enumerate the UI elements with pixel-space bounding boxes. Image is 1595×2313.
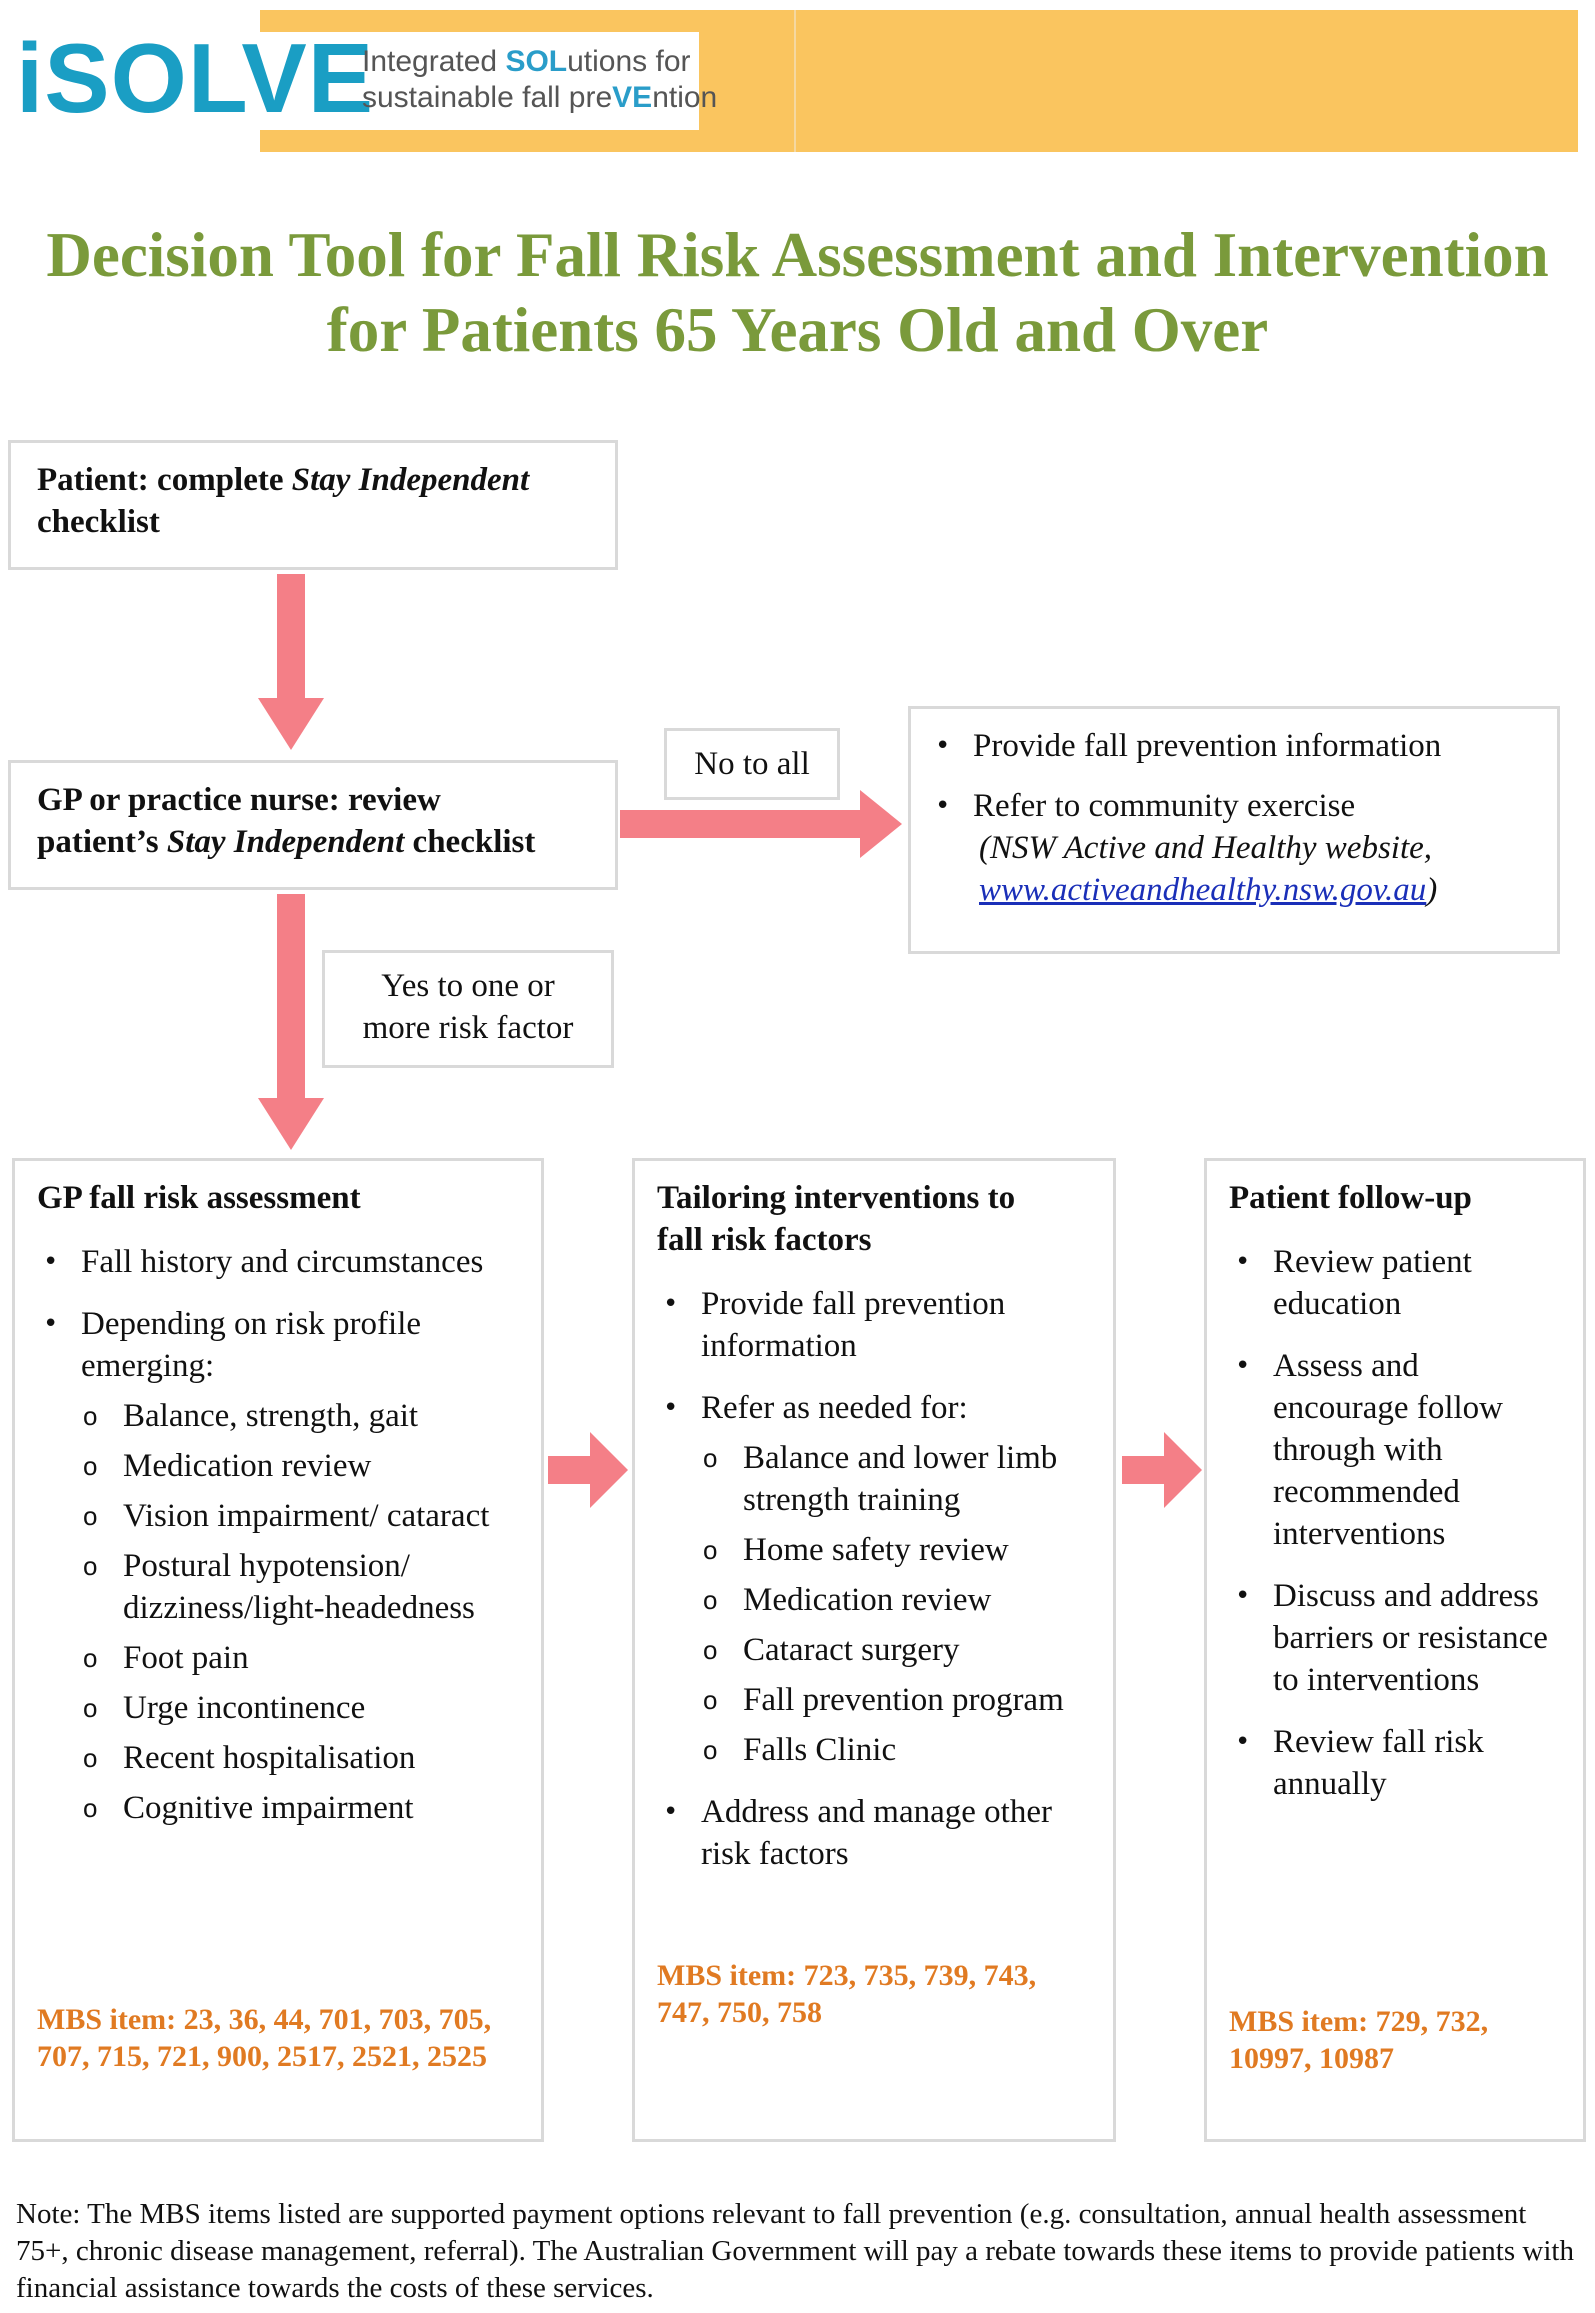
label-yes-line-1: Yes to one or [381,968,555,1004]
community-exercise-box: Provide fall prevention information Refe… [908,706,1560,954]
col2-mbs-items: MBS item: 723, 735, 739, 743, 747, 750, … [657,1959,1037,2029]
info-item-2-sub: (NSW Active and Healthy website, [979,830,1433,866]
col1-sub-item: Foot pain [79,1637,519,1679]
col1-bullet-1-text: Fall history and circumstances [81,1244,484,1280]
step2-text-2: checklist [404,824,536,860]
col3-bullet: Review patient education [1229,1241,1561,1325]
col2-bullet-1-text: Provide fall prevention information [701,1286,1006,1364]
col3-bullet-text: Discuss and address barriers or resistan… [1273,1578,1548,1698]
col1-heading: GP fall risk assessment [37,1180,361,1216]
col3-bullet-text: Review patient education [1273,1244,1472,1322]
col3-bullet: Assess and encourage follow through with… [1229,1345,1561,1555]
col2-sub-text: Home safety review [743,1532,1009,1568]
arrow-right-col1 [548,1432,628,1508]
title-line-1: Decision Tool for Fall Risk Assessment a… [46,220,1549,290]
col3-bullet: Discuss and address barriers or resistan… [1229,1575,1561,1701]
arrow-right-no [620,790,902,858]
step2-text: patient’s [37,824,167,860]
col1-sub-text: Recent hospitalisation [123,1740,416,1776]
tagline-highlight: VE [612,81,653,114]
footnote: Note: The MBS items listed are supported… [16,2198,1574,2304]
col1-sub-text: Vision impairment/ cataract [123,1498,490,1534]
title-line-2: for Patients 65 Years Old and Over [326,295,1269,365]
col2-sub-text: Cataract surgery [743,1632,960,1668]
step1-text: Patient: complete [37,462,292,498]
tagline-part: Integrated [362,45,506,78]
step1-italic: Stay Independent [291,462,530,498]
tailoring-interventions-box: Tailoring interventions to fall risk fac… [632,1158,1116,2142]
info-item-2-text: Refer to community exercise [973,788,1356,824]
col1-sub-text: Urge incontinence [123,1690,366,1726]
col1-sub-item: Balance, strength, gait [79,1395,519,1437]
col2-heading-line-1: Tailoring interventions to [657,1180,1016,1216]
col1-mbs-items: MBS item: 23, 36, 44, 701, 703, 705, 707… [37,2003,492,2073]
col2-bullet-2-text: Refer as needed for: [701,1390,968,1426]
col2-bullet-2: Refer as needed for: Balance and lower l… [657,1387,1091,1771]
col2-bullet-3-text: Address and manage other risk factors [701,1794,1052,1872]
col1-sub-text: Foot pain [123,1640,249,1676]
col2-heading: Tailoring interventions to fall risk fac… [657,1177,1091,1261]
col2-sub-text: Falls Clinic [743,1732,897,1768]
label-no-text: No to all [694,746,810,782]
col1-bullet-1: Fall history and circumstances [37,1241,519,1283]
arrow-right-col2 [1122,1432,1202,1508]
tagline-part: ntion [652,81,718,114]
col2-bullet-3: Address and manage other risk factors [657,1791,1091,1875]
col2-sub-item: Home safety review [699,1529,1091,1571]
isolve-logo: iSOLVE [16,28,374,128]
banner-divider [794,10,796,152]
arrow-down-2 [258,894,324,1150]
col2-sub-item: Cataract surgery [699,1629,1091,1671]
col1-sub-item: Postural hypotension/ dizziness/light-he… [79,1545,519,1629]
tagline-part: utions for [567,45,691,78]
col2-sub-text: Fall prevention program [743,1682,1064,1718]
label-yes-risk: Yes to one or more risk factor [322,950,614,1068]
logo-text: iSOLVE [16,23,375,133]
info-item-1: Provide fall prevention information [929,725,1539,767]
col3-mbs-items: MBS item: 729, 732, 10997, 10987 [1229,2005,1489,2075]
col2-sub-item: Balance and lower limb strength training [699,1437,1091,1521]
col1-sub-item: Vision impairment/ cataract [79,1495,519,1537]
tagline-part: sustainable fall pre [362,81,613,114]
step1-text-2: checklist [37,504,160,540]
col2-sub-text: Balance and lower limb strength training [743,1440,1058,1518]
label-no-to-all: No to all [664,728,840,800]
col3-bullet: Review fall risk annually [1229,1721,1561,1805]
col3-bullet-text: Review fall risk annually [1273,1724,1484,1802]
col1-sub-text: Cognitive impairment [123,1790,414,1826]
col1-sub-text: Postural hypotension/ dizziness/light-he… [123,1548,475,1626]
col1-sub-text: Medication review [123,1448,372,1484]
step-gp-review: GP or practice nurse: review patient’s S… [8,760,618,890]
col1-sub-text: Balance, strength, gait [123,1398,419,1434]
arrow-down-1 [258,574,324,750]
col2-sub-item: Fall prevention program [699,1679,1091,1721]
activeandhealthy-link[interactable]: www.activeandhealthy.nsw.gov.au [979,872,1427,908]
col3-heading: Patient follow-up [1229,1180,1472,1216]
patient-follow-up-box: Patient follow-up Review patient educati… [1204,1158,1586,2142]
label-yes-line-2: more risk factor [362,1010,574,1046]
col2-sub-item: Falls Clinic [699,1729,1091,1771]
step2-line-1: GP or practice nurse: review [37,782,441,818]
col1-sub-item: Medication review [79,1445,519,1487]
info-item-2: Refer to community exercise (NSW Active … [929,785,1539,911]
col3-bullet-text: Assess and encourage follow through with… [1273,1348,1503,1552]
col1-sub-item: Recent hospitalisation [79,1737,519,1779]
col2-bullet-1: Provide fall prevention information [657,1283,1091,1367]
tagline-highlight: SOL [505,45,568,78]
logo-tagline: Integrated SOLutions for sustainable fal… [362,44,717,116]
col1-sub-item: Cognitive impairment [79,1787,519,1829]
gp-fall-risk-assessment-box: GP fall risk assessment Fall history and… [12,1158,544,2142]
col2-heading-line-2: fall risk factors [657,1222,872,1258]
logo-background [12,32,699,130]
col1-bullet-2-text: Depending on risk profile emerging: [81,1306,422,1384]
col1-sub-item: Urge incontinence [79,1687,519,1729]
col2-sub-item: Medication review [699,1579,1091,1621]
info-item-1-text: Provide fall prevention information [973,728,1442,764]
step-patient-checklist: Patient: complete Stay Independent check… [8,440,618,570]
col2-sub-text: Medication review [743,1582,992,1618]
page-title: Decision Tool for Fall Risk Assessment a… [0,218,1595,368]
step2-italic: Stay Independent [166,824,405,860]
info-item-2-close: ) [1426,872,1438,908]
col1-bullet-2: Depending on risk profile emerging: Bala… [37,1303,519,1829]
